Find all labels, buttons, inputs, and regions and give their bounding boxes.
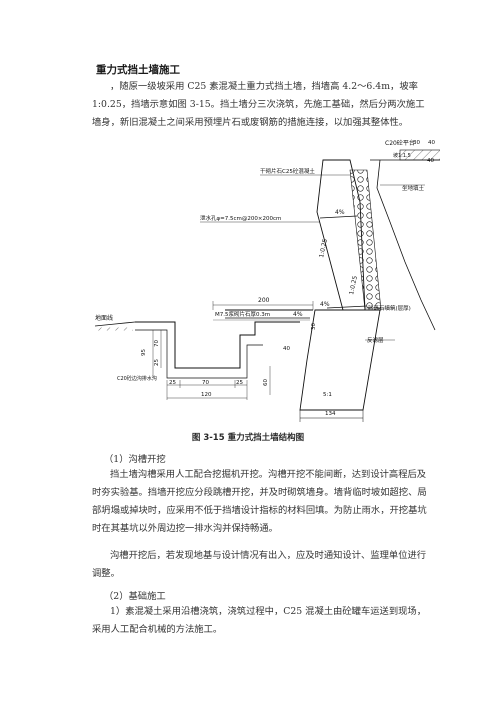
label-dim-200: 200 [258,297,270,304]
label-dim-95: 95 [141,349,147,356]
section-paragraph-trench-2: 沟槽开挖后，若发现地基与设计情况有出入，应及时通知设计、监理单位进行调整。 [92,550,427,579]
label-gravel: 反滤层 [367,336,384,344]
figure-caption: 图 3-15 重力式挡土墙结构图 [191,433,305,443]
label-ratio-4c: 4% [320,301,330,308]
section-heading-foundation: （2）基础施工 [104,591,166,602]
wall-lower [299,309,381,411]
label-dim-30: 30 [413,140,420,146]
document-title: 重力式挡土墙施工 [96,64,180,76]
label-c20-bottom: C20砼边沟排水沟 [117,375,157,382]
label-c20-top: C20砼平台 [385,139,415,147]
label-dim-60v: 60 [263,379,269,386]
label-dim-25v: 25 [154,359,160,366]
label-dim-120: 120 [201,392,212,398]
label-ratio-025b: 1:0.25 [348,275,359,295]
slope-line [376,159,436,331]
ground-left [95,321,136,327]
label-slope-top: 坡1:1.5 [393,152,411,159]
label-ratio-4b: 4% [293,311,303,318]
label-dim-30b: 30 [311,323,317,330]
label-dim-25b: 25 [236,380,243,386]
label-backfill-note: 砂砾石填筑(层厚) [368,304,411,312]
label-dim-40: 40 [428,140,435,146]
label-drain-hole: 泄水孔φ=7.5cm@200×200cm [200,214,281,222]
label-dim-70: 70 [202,380,209,386]
retaining-wall-diagram: C20砼平台 坡1:1.5 30 40 40 坐地填土 干砌片石C25砼混凝土 … [95,139,440,422]
label-dim-40c: 40 [283,346,290,352]
intro-paragraph: ，随原一级坡采用 C25 素混凝土重力式挡土墙，挡墙高 4.2～6.4m，坡率 … [92,81,425,128]
label-dim-134: 134 [325,411,336,417]
label-left-ground: 地面线 [95,314,113,322]
section-paragraph-trench-1: 挡土墙沟槽采用人工配合挖掘机开挖。沟槽开挖不能间断，达到设计高程后及时夯实验基。… [92,469,427,534]
label-dim-40b: 40 [427,158,434,164]
section-heading-trench: （1）沟槽开挖 [104,454,166,465]
label-foot-ratio: 5:1 [323,392,332,398]
label-dim-70v: 70 [154,340,160,347]
label-dim-25a: 25 [169,380,176,386]
label-ratio-4a: 4% [335,209,345,216]
ditch [135,321,300,369]
label-pipe-note: 干砌片石C25砼混凝土 [260,167,315,175]
label-slab-note: M7.5浆砌片石厚0.3m [215,310,270,318]
label-ratio-025: 1:0.25 [318,238,329,258]
label-right-backfill: 坐地填土 [402,184,425,192]
gravel-band [349,169,382,311]
section-paragraph-foundation-1: 1）素混凝土采用沿槽浇筑，浇筑过程中，C25 混凝土由砼罐车运送到现场，采用人工… [92,606,427,635]
